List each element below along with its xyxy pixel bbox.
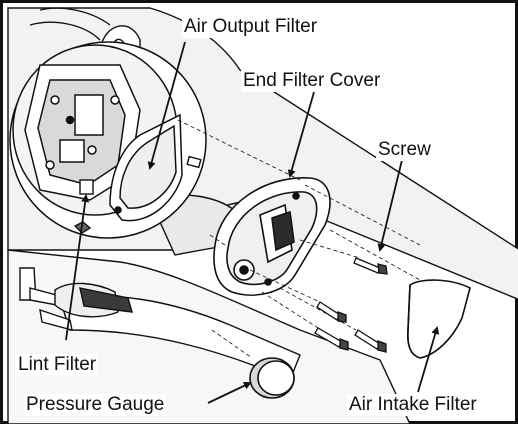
- leader-air-intake-filter: [417, 326, 440, 393]
- leader-lint-filter: [65, 194, 90, 341]
- leader-lines: [65, 41, 440, 404]
- lint-filter-part: [73, 155, 202, 234]
- end-filter-cover-part: [213, 177, 331, 296]
- pressure-gauge-part: [249, 357, 295, 399]
- label-pressure-gauge: Pressure Gauge: [24, 394, 167, 416]
- alignment-lines: [177, 119, 421, 359]
- leader-pressure-gauge: [207, 381, 252, 404]
- label-screw: Screw: [376, 139, 433, 161]
- label-lint-filter: Lint Filter: [16, 354, 99, 376]
- leader-screw: [377, 159, 403, 252]
- leader-air-output-filter: [147, 41, 186, 170]
- label-air-output-filter: Air Output Filter: [182, 16, 320, 38]
- air-intake-filter-part: [407, 279, 471, 359]
- label-air-intake-filter: Air Intake Filter: [347, 394, 479, 416]
- leader-end-filter-cover: [287, 91, 315, 178]
- screws: [314, 257, 388, 353]
- label-end-filter-cover: End Filter Cover: [241, 70, 383, 92]
